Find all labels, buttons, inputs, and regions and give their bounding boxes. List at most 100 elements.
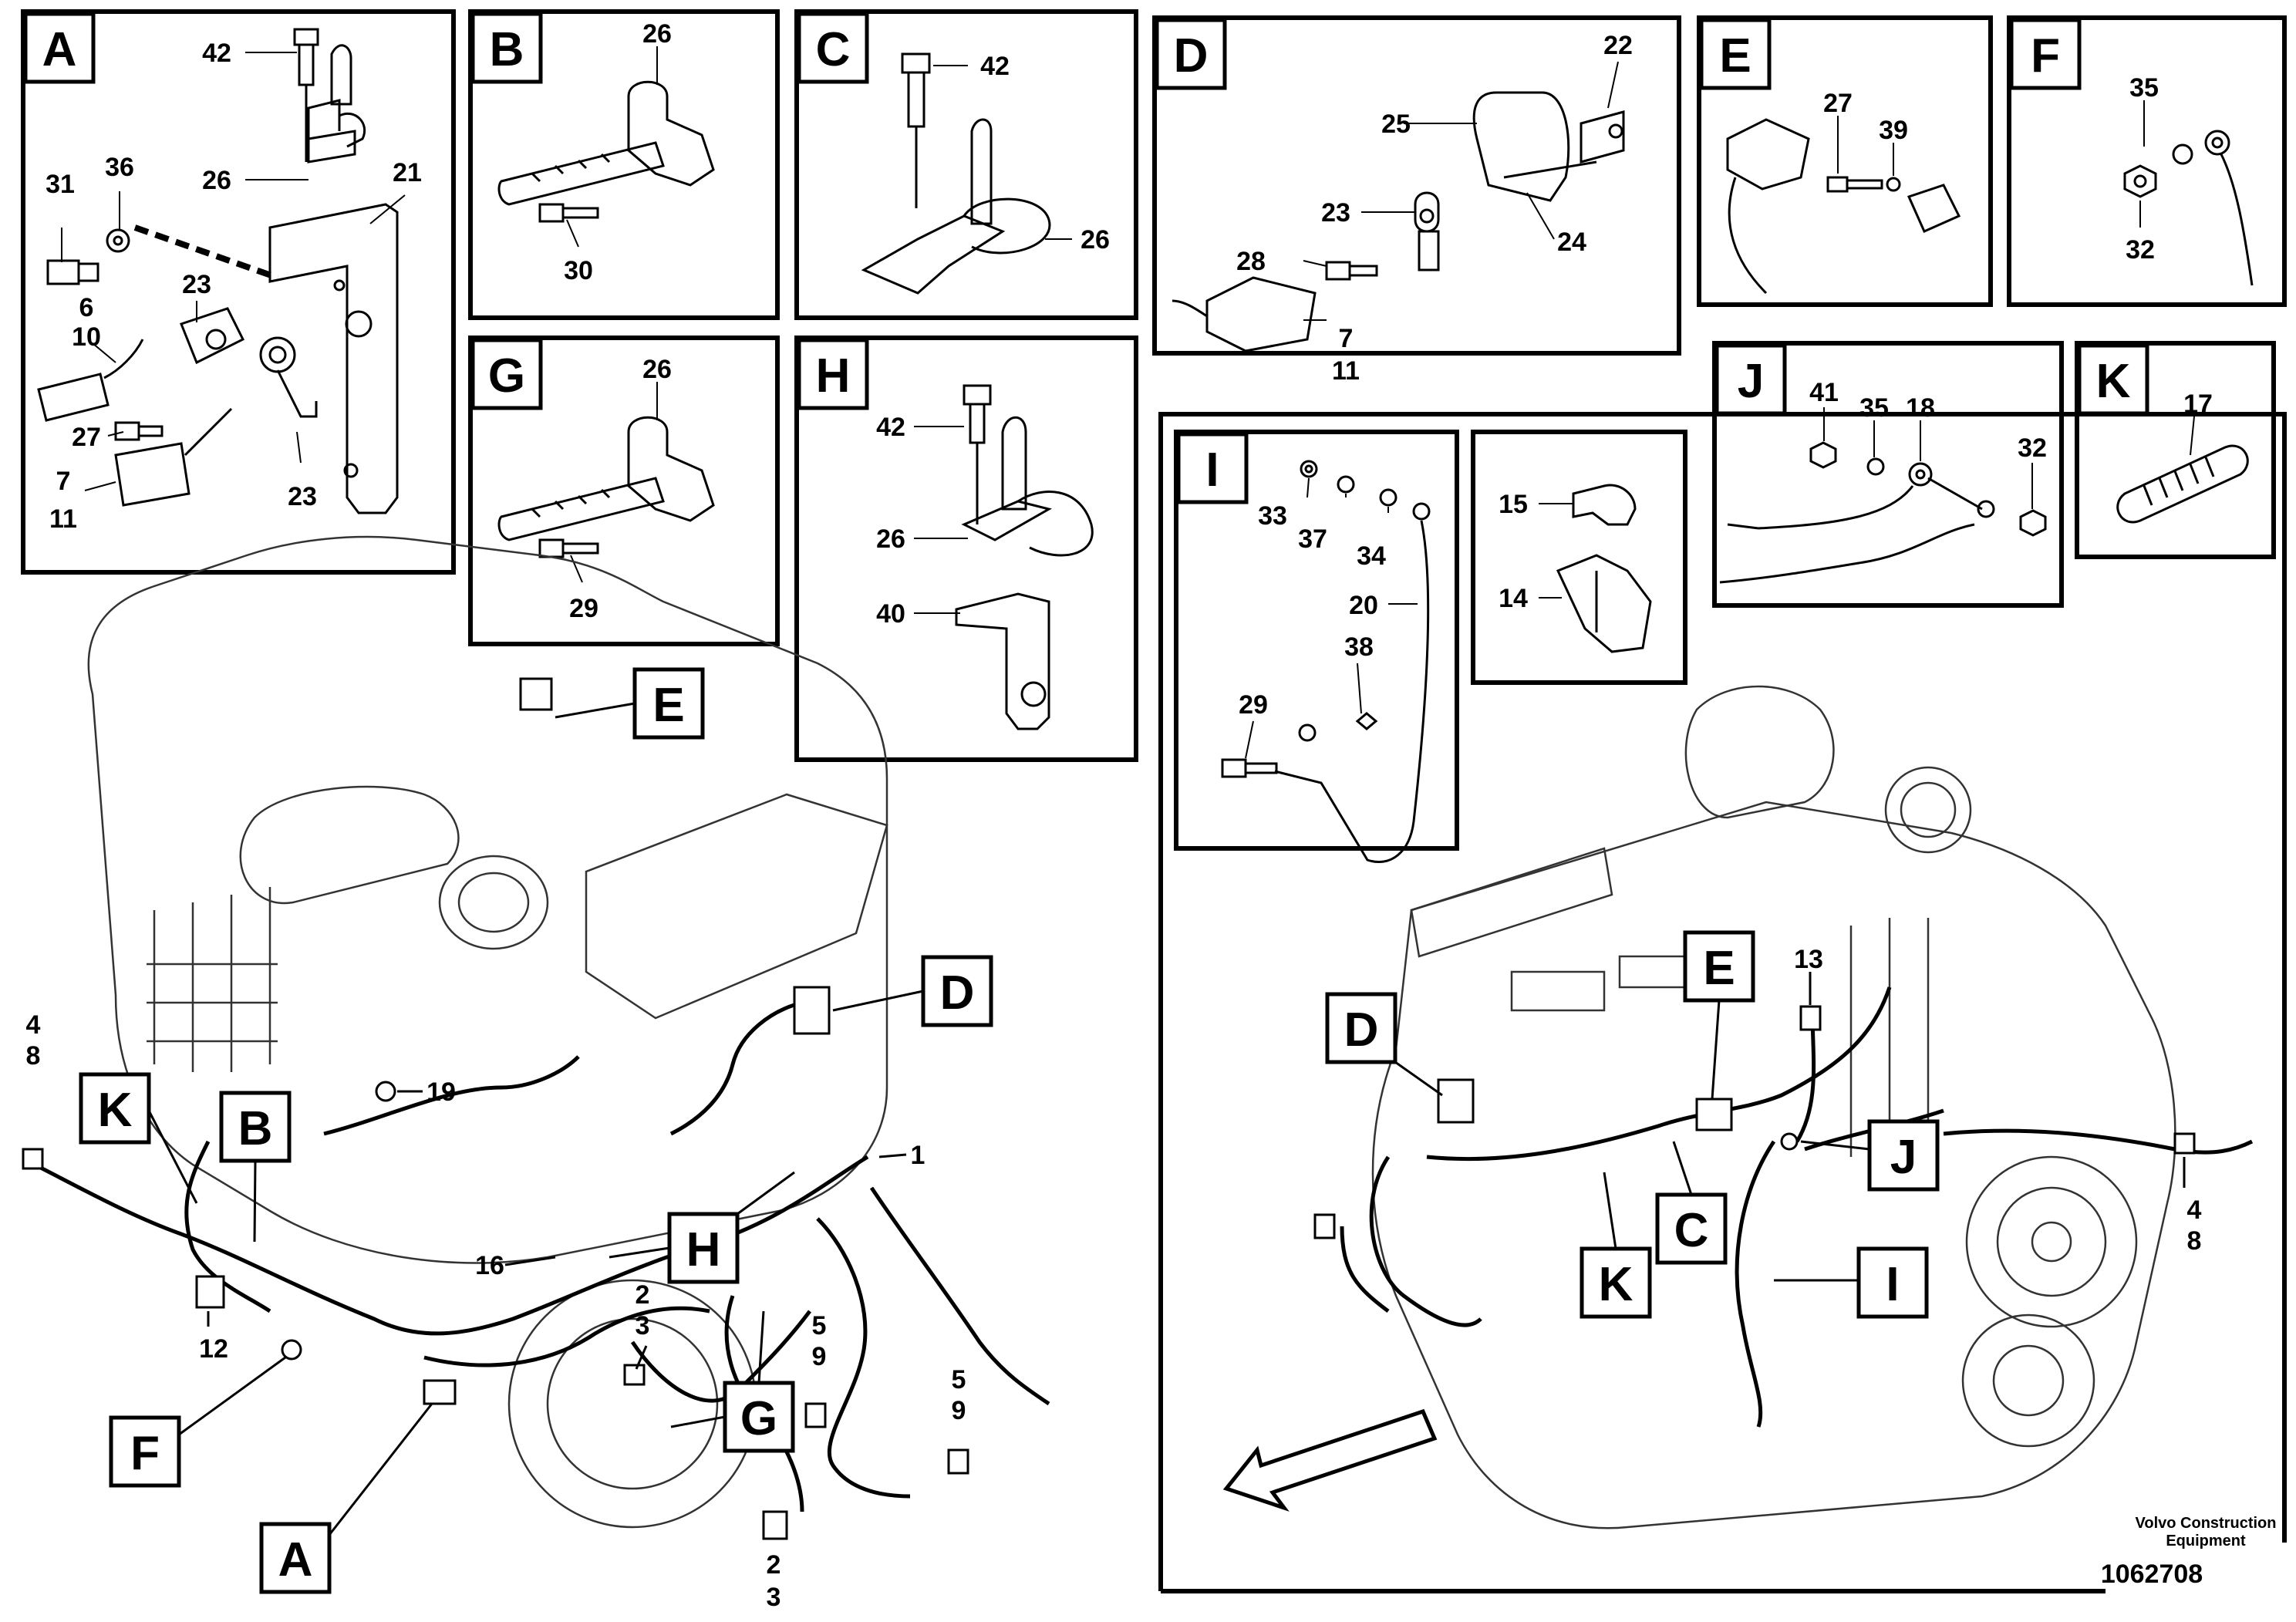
panel-B-art [497,80,715,223]
part-number: 5 [812,1311,827,1340]
connector-D-left [793,986,831,1035]
callout-letter: G [740,1392,777,1445]
company-name: Volvo Construction [2136,1515,2277,1532]
part-number: 27 [72,423,101,452]
part-number: 26 [876,524,905,554]
panel-D-part-numbers: 22 25 23 24 28 7 11 [1236,31,1633,386]
left-view-part-numbers: 4 8 19 1 16 12 2 3 5 9 5 9 2 3 [26,1010,966,1612]
panel-G-leaders [570,382,658,583]
part-number: 7 [56,467,71,496]
panel-H-leaders [914,426,968,614]
part-number: 31 [46,170,75,199]
connector-E-right [1695,1098,1733,1131]
callout-letter: F [130,1427,160,1480]
part-number: 42 [202,39,231,68]
part-number: 4 [2187,1195,2202,1225]
panel-J-art [1719,441,2047,584]
part-number: 13 [1794,945,1823,974]
part-number: 3 [636,1311,650,1340]
callout-letter: A [278,1533,313,1587]
figure-number: 1062708 [2101,1560,2203,1589]
right-leader-lines [1394,972,2186,1282]
panel-K-frame [2075,341,2276,559]
panel-letter-C: C [816,23,851,76]
connector-4-8-left [22,1148,44,1170]
panel-letter-boxes [23,12,2149,504]
panel-H-part-numbers: 42 26 40 [876,413,905,629]
part-number: 4 [26,1010,41,1040]
panel-E-leaders [1837,116,1894,176]
panel-B-leaders [566,46,658,248]
callout-box-D-right [1325,992,1397,1064]
callout-letter: C [1674,1204,1709,1257]
panel-D-art [1172,91,1625,352]
panel-letter-J: J [1738,355,1764,408]
connector-5-9-b [947,1448,969,1475]
callout-letter: D [940,966,975,1020]
connector-2-3-lower [762,1510,788,1540]
left-connectors [22,677,969,1540]
panel-letter-D: D [1174,29,1209,83]
callout-box-J-right [1867,1119,1940,1192]
connector-D-right [1437,1078,1475,1124]
part-number: 23 [288,482,317,511]
panel-D-leaders [1303,61,1619,321]
panel-F-frame [2007,15,2287,307]
panel-C-art [861,52,1051,295]
connector-5-9-a [804,1402,827,1428]
panel-J-leaders [1823,407,2033,509]
connector-4-8-right [2173,1132,2196,1155]
callout-letter: H [686,1223,721,1276]
panel-letter-E: E [1719,29,1751,83]
part-number: 33 [1258,501,1287,531]
part-number: 20 [1349,591,1378,620]
part-number: 10 [72,322,101,352]
part-number: 32 [2126,235,2155,265]
panel-letter-H: H [816,349,851,403]
right-callout-letters: D E J C K I [1344,942,1917,1311]
panel-H-frame [794,336,1138,762]
panel-letter-F: F [2031,29,2060,83]
panel-A-art [37,28,399,514]
connector-J-right [1780,1132,1799,1151]
panel-clip-frame [1471,430,1687,685]
part-number: 1 [911,1141,925,1170]
part-number: 11 [1332,356,1360,386]
part-number: 25 [1381,110,1411,139]
connector-right-loose [1313,1213,1336,1239]
company-name-line2: Equipment [2166,1533,2246,1549]
right-connectors [1313,1005,2196,1239]
part-number: 12 [199,1334,228,1364]
part-number: 21 [393,158,422,187]
part-number: 7 [1339,324,1354,353]
part-number: 8 [26,1041,41,1071]
part-number: 24 [1557,228,1586,257]
panel-A-leaders [61,52,406,491]
part-number: 28 [1236,247,1266,276]
panel-E-art [1726,118,1961,295]
part-number: 26 [1081,225,1110,255]
callout-box-K-left [79,1072,151,1145]
panel-H-art [955,384,1094,730]
callout-letter: D [1344,1003,1379,1057]
part-number: 26 [202,166,231,195]
panel-D-frame [1152,15,1681,356]
panel-B-frame [468,9,780,320]
panel-clip-art [1556,484,1652,653]
connector-F-left [281,1339,302,1361]
panel-G-part-numbers: 26 29 [569,355,672,623]
part-number: 32 [2018,433,2047,463]
panel-I-leaders [1245,477,1418,759]
panel-letter-A: A [42,23,77,76]
panel-G-frame [468,336,780,646]
panel-I-part-numbers: 33 37 34 20 38 29 [1239,501,1386,720]
right-view-part-numbers: 13 4 8 [1794,945,2201,1256]
part-number: 42 [876,413,905,442]
part-number: 18 [1906,393,1935,423]
callout-box-F-left [109,1415,181,1488]
part-number: 29 [569,594,598,623]
part-number: 23 [182,270,211,299]
left-callout-boxes [79,667,993,1594]
panel-letter-I: I [1205,443,1219,497]
